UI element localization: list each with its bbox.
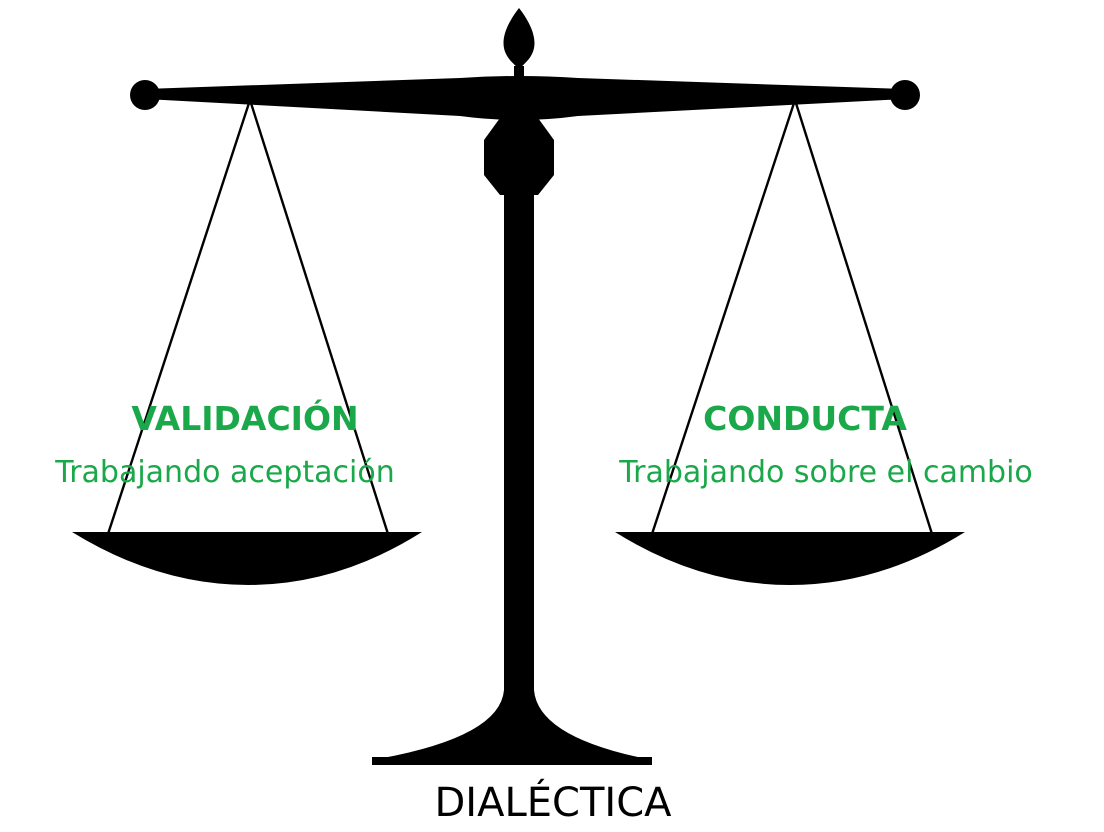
beam-end-left: [130, 80, 160, 110]
scale-beam: [145, 76, 905, 120]
scale-hub: [484, 118, 554, 195]
scale-finial: [503, 8, 535, 70]
conduct-heading: CONDUCTA: [703, 399, 907, 438]
scale-foot: [372, 757, 652, 765]
scale-column: [372, 192, 652, 760]
pan-strings: [106, 99, 934, 535]
right-pan: [615, 532, 965, 585]
conduct-subtitle: Trabajando sobre el cambio: [619, 455, 1033, 490]
scale-finial-neck: [514, 66, 524, 82]
validation-heading: VALIDACIÓN: [131, 399, 359, 438]
validation-subtitle: Trabajando aceptación: [55, 455, 395, 490]
beam-end-right: [890, 80, 920, 110]
dialectics-label: DIALÉCTICA: [434, 780, 672, 826]
left-pan: [72, 532, 422, 585]
